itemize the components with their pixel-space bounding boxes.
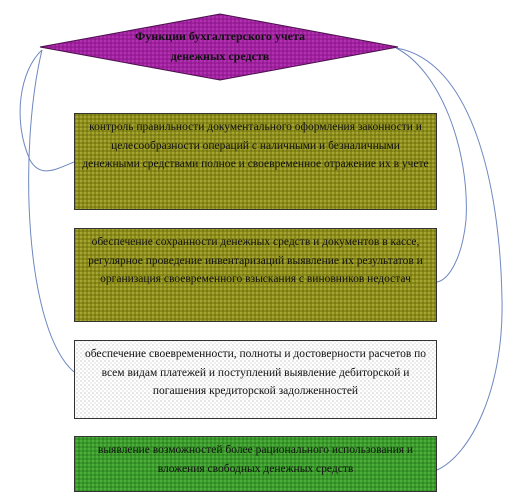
- function-box-2: обеспечение сохранности денежных средств…: [74, 228, 437, 322]
- connector-left-2: [28, 49, 75, 373]
- diagram-title-line1: Функции бухгалтерского учета: [135, 29, 305, 43]
- function-box-2-text: обеспечение сохранности денежных средств…: [88, 236, 423, 285]
- connector-left-1: [19, 49, 75, 172]
- function-box-3: обеспечение своевременности, полноты и д…: [74, 340, 437, 419]
- function-box-1-text: контроль правильности документального оф…: [82, 121, 429, 170]
- diagram-title-line2: денежных средств: [170, 49, 270, 63]
- diagram-title: Функции бухгалтерского учета денежных ср…: [110, 26, 330, 66]
- function-box-1: контроль правильности документального оф…: [74, 113, 437, 210]
- function-box-4-text: выявление возможностей более рационально…: [97, 444, 414, 475]
- function-box-3-text: обеспечение своевременности, полноты и д…: [84, 348, 427, 397]
- function-box-4: выявление возможностей более рационально…: [74, 436, 437, 492]
